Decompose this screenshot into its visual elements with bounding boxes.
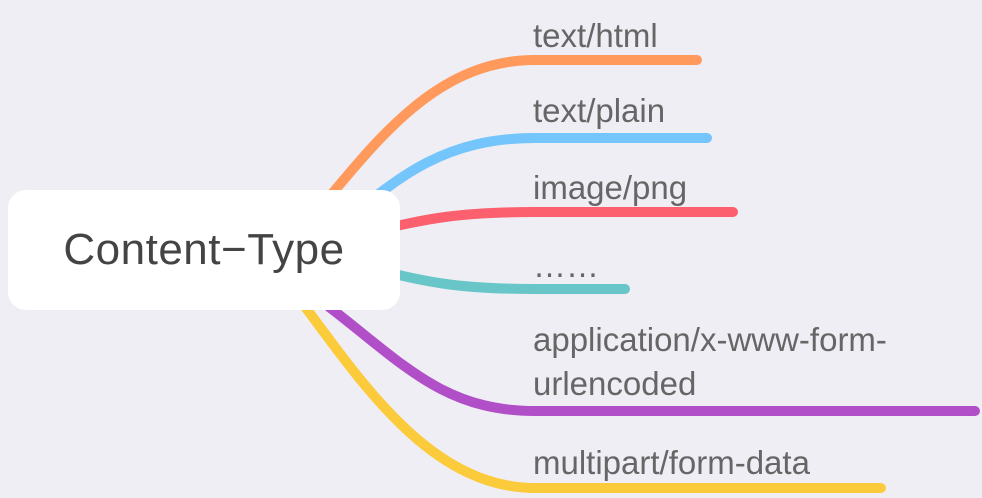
branch-text: text/html [533,17,658,54]
branch-label-text-plain[interactable]: text/plain [533,89,665,133]
branch-text-line-2: urlencoded [533,365,697,402]
branch-text-line-1: application/x-www-form- [533,321,887,358]
connector-image-png [365,207,738,237]
branch-text: image/png [533,169,688,206]
branch-label-form-urlencoded[interactable]: application/x-www-form- urlencoded [533,318,887,406]
branch-text: multipart/form-data [533,444,810,481]
branch-label-multipart-form-data[interactable]: multipart/form-data [533,441,810,485]
branch-text: …… [533,247,599,284]
connector-multipart-form-data [295,295,886,493]
root-topic[interactable]: Content−Type [8,190,400,310]
connector-form-urlencoded [315,295,980,416]
branch-label-ellipsis[interactable]: …… [533,244,599,288]
root-topic-label: Content−Type [63,225,345,274]
branch-label-image-png[interactable]: image/png [533,166,687,210]
branch-text: text/plain [533,92,666,129]
branch-label-text-html[interactable]: text/html [533,14,658,58]
